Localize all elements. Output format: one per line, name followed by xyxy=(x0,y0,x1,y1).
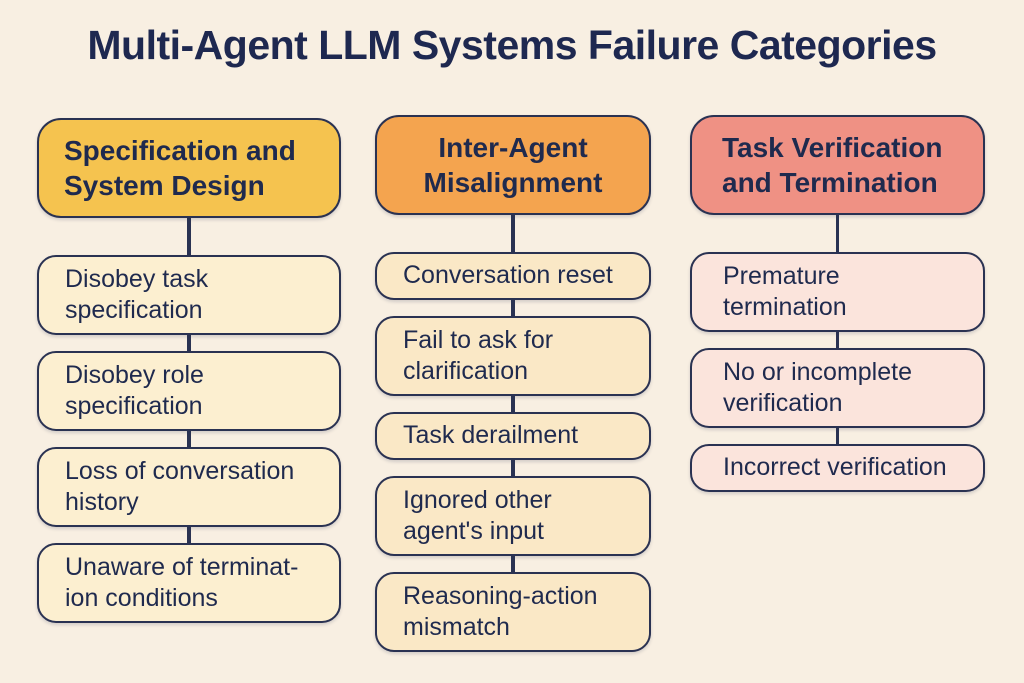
connector-line xyxy=(511,460,515,476)
connector-line xyxy=(835,215,840,252)
category-header-label: Task Verification and Termination xyxy=(722,132,943,198)
column-inter-agent-misalignment: Inter-Agent Misalignment Conversation re… xyxy=(375,115,651,652)
failure-label: Task derailment xyxy=(403,421,579,450)
column-task-verification-termination: Task Verification and Termination Premat… xyxy=(690,115,985,492)
failure-box-premature-termination: Premature termination xyxy=(690,252,985,332)
failure-label: Reasoning-action mismatch xyxy=(403,581,598,641)
failure-box-fail-to-ask-for-clarification: Fail to ask for clarification xyxy=(375,316,651,396)
failure-box-ignored-other-agents-input: Ignored other agent's input xyxy=(375,476,651,556)
connector-line xyxy=(187,335,191,351)
connector-line xyxy=(511,300,515,316)
failure-label: Conversation reset xyxy=(403,261,613,290)
failure-box-loss-of-conversation-history: Loss of conversation history xyxy=(37,447,341,527)
failure-label: Disobey task specification xyxy=(65,264,209,324)
failure-box-conversation-reset: Conversation reset xyxy=(375,252,651,300)
failure-box-task-derailment: Task derailment xyxy=(375,412,651,460)
failure-label: Unaware of terminat- ion conditions xyxy=(65,552,299,612)
column-specification-system-design: Specification and System Design Disobey … xyxy=(37,118,341,623)
failure-label: Loss of conversation history xyxy=(65,456,295,516)
connector-line xyxy=(187,431,191,447)
category-header-specification-system-design: Specification and System Design xyxy=(37,118,341,218)
connector-line xyxy=(187,527,191,543)
category-header-label: Inter-Agent Misalignment xyxy=(423,132,603,198)
failure-label: Disobey role specification xyxy=(65,360,204,420)
connector-line xyxy=(835,428,840,444)
failure-box-unaware-of-termination-conditions: Unaware of terminat- ion conditions xyxy=(37,543,341,623)
failure-box-disobey-task-specification: Disobey task specification xyxy=(37,255,341,335)
failure-box-disobey-role-specification: Disobey role specification xyxy=(37,351,341,431)
failure-box-no-or-incomplete-verification: No or incomplete verification xyxy=(690,348,985,428)
connector-line xyxy=(835,332,840,348)
category-header-inter-agent-misalignment: Inter-Agent Misalignment xyxy=(375,115,651,215)
failure-label: No or incomplete verification xyxy=(723,357,912,417)
connector-line xyxy=(511,556,515,572)
failure-label: Premature termination xyxy=(723,261,847,321)
connector-line xyxy=(187,218,191,255)
category-header-task-verification-termination: Task Verification and Termination xyxy=(690,115,985,215)
failure-label: Ignored other agent's input xyxy=(403,485,552,545)
failure-label: Fail to ask for clarification xyxy=(403,325,554,385)
failure-box-incorrect-verification: Incorrect verification xyxy=(690,444,985,492)
connector-line xyxy=(511,396,515,412)
failure-label: Incorrect verification xyxy=(723,453,947,482)
connector-line xyxy=(511,215,515,252)
diagram-title: Multi-Agent LLM Systems Failure Categori… xyxy=(87,22,937,68)
category-header-label: Specification and System Design xyxy=(64,135,296,201)
failure-box-reasoning-action-mismatch: Reasoning-action mismatch xyxy=(375,572,651,652)
